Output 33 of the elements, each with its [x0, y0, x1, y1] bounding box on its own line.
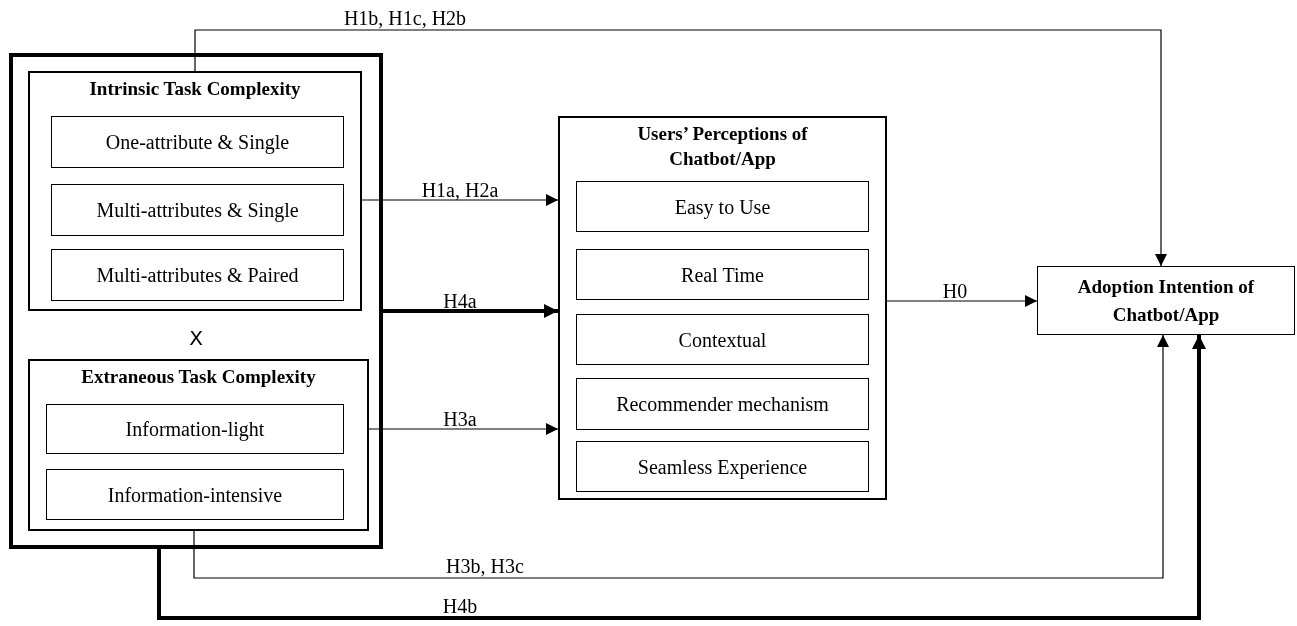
- group-heading: Users’ Perceptions of Chatbot/App: [636, 122, 809, 171]
- group-box: [28, 359, 369, 531]
- item-box: Real Time: [576, 249, 869, 300]
- item-box: Recommender mechanism: [576, 378, 869, 430]
- group-box: [28, 71, 362, 311]
- group-heading: Intrinsic Task Complexity: [89, 77, 301, 101]
- arrow: [383, 304, 558, 318]
- item-box: Contextual: [576, 314, 869, 365]
- edge-label: H1b, H1c, H2b: [343, 8, 467, 28]
- edge-label: H3b, H3c: [446, 556, 524, 576]
- edge-label: H0: [942, 281, 968, 301]
- edge-label: H4b: [442, 596, 478, 616]
- outcome-box: Adoption Intention of Chatbot/App: [1037, 266, 1295, 335]
- item-box: Seamless Experience: [576, 441, 869, 492]
- item-box: Information-light: [46, 404, 344, 454]
- edge-label: H3a: [443, 409, 477, 429]
- arrow: [194, 29, 1167, 267]
- item-box: Information-intensive: [46, 469, 344, 520]
- edge-label: H1a, H2a: [421, 180, 499, 200]
- group-box: [558, 116, 887, 500]
- group-heading: Extraneous Task Complexity: [81, 365, 316, 389]
- item-box: Multi-attributes & Single: [51, 184, 344, 236]
- item-box: Multi-attributes & Paired: [51, 249, 344, 301]
- outer-frame: [9, 53, 383, 549]
- item-box: Easy to Use: [576, 181, 869, 232]
- arrow: [361, 194, 559, 206]
- arrow: [886, 295, 1038, 307]
- multiply-sign: X: [189, 328, 203, 348]
- arrow: [368, 423, 559, 435]
- arrow: [193, 334, 1169, 579]
- edge-label: H4a: [443, 291, 477, 311]
- arrow: [157, 335, 1206, 620]
- item-box: One-attribute & Single: [51, 116, 344, 168]
